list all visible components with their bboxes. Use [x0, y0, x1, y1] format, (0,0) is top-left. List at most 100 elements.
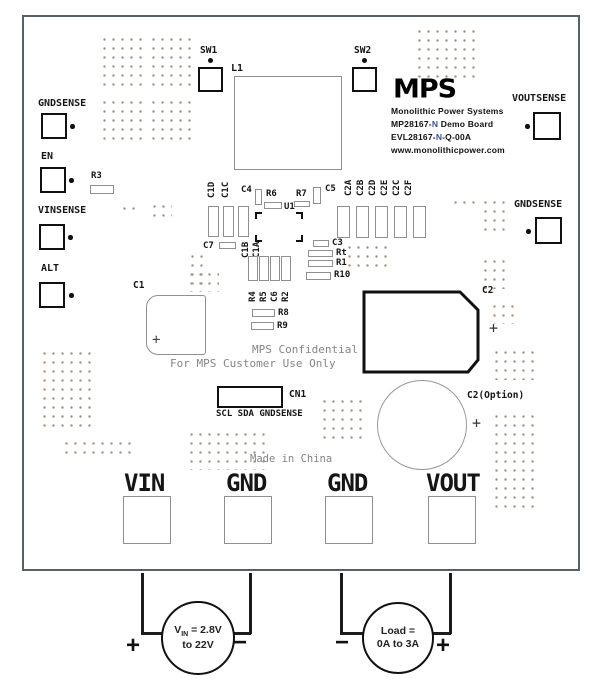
alt-pad — [39, 282, 65, 308]
c2c-label: C2C — [392, 179, 402, 196]
r7-resistor — [294, 201, 310, 207]
via-dot-field — [488, 300, 514, 324]
via-dot-field — [490, 410, 535, 510]
alt-dot — [69, 293, 74, 298]
c1b-label: C1B — [241, 241, 251, 258]
voutsense-label: VOUTSENSE — [512, 93, 567, 104]
via-dot-field — [147, 96, 194, 144]
c5-capacitor — [313, 187, 321, 204]
vout-label: VOUT — [426, 469, 481, 497]
via-dot-field — [98, 33, 144, 87]
via-dot-field — [343, 241, 393, 271]
r1-label: R1 — [336, 258, 347, 268]
sw2-label: SW2 — [354, 45, 372, 56]
cn1-label: CN1 — [289, 389, 307, 400]
r9-resistor — [251, 322, 274, 330]
load-line1: Load = — [380, 624, 416, 637]
company-name: Monolithic Power Systems — [391, 106, 504, 116]
via-dot-field — [98, 96, 144, 144]
vinsense-label: VINSENSE — [38, 205, 87, 216]
sw2-switch — [352, 67, 377, 92]
load-minus-terminal: − — [335, 629, 350, 656]
c5-label: C5 — [325, 184, 336, 194]
vout-wire — [449, 573, 452, 634]
u1-corner-mark — [296, 212, 303, 219]
c7-label: C7 — [203, 241, 214, 251]
source-v: V — [174, 623, 182, 636]
gnd1-pad — [224, 496, 272, 544]
board-name-rev: N — [431, 119, 439, 129]
rt-label: Rt — [336, 248, 347, 258]
source-value-line1: VIN = 2.8V — [174, 624, 222, 640]
gndsense-left-label: GNDSENSE — [38, 98, 87, 109]
vinsense-dot — [68, 235, 73, 240]
r2-resistor — [281, 256, 291, 281]
origin-notice: Made in China — [250, 453, 333, 465]
r8-label: R8 — [278, 308, 289, 318]
c2-capacitor — [362, 290, 480, 374]
gndsense-left-pad — [41, 113, 67, 139]
gndsense-right-dot — [526, 229, 531, 234]
gnd2-label: GND — [327, 469, 368, 497]
c1-polarity-plus: + — [152, 332, 161, 348]
via-dot-field — [479, 196, 507, 234]
gnd2-wire — [340, 573, 343, 634]
via-dot-field — [413, 25, 479, 79]
c2-bank-capacitor — [394, 206, 407, 238]
c2b-label: C2B — [356, 179, 366, 196]
gndsense-left-dot — [70, 124, 75, 129]
r1-resistor — [308, 260, 333, 267]
via-dot-field — [118, 202, 136, 212]
c6-label: C6 — [270, 291, 280, 302]
c1d-capacitor — [208, 206, 219, 237]
c2-bank-capacitor — [375, 206, 388, 238]
via-dot-field — [148, 200, 172, 218]
u1-corner-mark — [255, 212, 262, 219]
board-name: MP28167-N Demo Board — [391, 120, 493, 129]
input-source-symbol: VIN = 2.8V to 22V — [161, 601, 235, 675]
r3-resistor — [90, 185, 114, 194]
gndsense-right-label: GNDSENSE — [514, 199, 563, 210]
vin-label: VIN — [124, 469, 165, 497]
c1c-label: C1C — [221, 181, 231, 198]
c3-label: C3 — [332, 238, 343, 248]
gnd2-wire-stub — [340, 632, 363, 635]
vin-wire — [141, 573, 144, 634]
c4-capacitor — [255, 189, 262, 205]
vinsense-pad — [39, 224, 65, 250]
via-dot-field — [147, 33, 194, 87]
gnd2-pad — [325, 496, 373, 544]
c1-capacitor — [146, 295, 206, 355]
via-dot-field — [38, 347, 96, 427]
r4-resistor — [248, 256, 258, 281]
c2-bank-capacitor — [356, 206, 369, 238]
c2-bank-capacitor — [337, 206, 350, 238]
r7-label: R7 — [296, 189, 307, 199]
via-dot-field — [318, 395, 362, 441]
source-minus-terminal: − — [233, 629, 248, 656]
sw1-switch — [198, 67, 223, 92]
u1-corner-mark — [255, 235, 262, 242]
via-dot-field — [490, 346, 534, 380]
r6-label: R6 — [266, 189, 277, 199]
u1-corner-mark — [296, 235, 303, 242]
customer-use-notice: For MPS Customer Use Only — [170, 357, 336, 370]
r2-label: R2 — [281, 291, 291, 302]
r9-label: R9 — [277, 321, 288, 331]
voutsense-dot — [525, 124, 530, 129]
r6-resistor — [264, 202, 282, 209]
eval-number-suffix: -Q-00A — [442, 132, 472, 142]
eval-number-rev: N — [435, 132, 443, 142]
eval-number: EVL28167-N-Q-00A — [391, 133, 471, 142]
c2-option-capacitor — [377, 380, 467, 470]
c2-label: C2 — [482, 285, 494, 296]
source-v-sub: IN — [181, 630, 189, 638]
r10-resistor — [306, 272, 331, 280]
load-symbol: Load = 0A to 3A — [362, 602, 434, 674]
c1-label: C1 — [133, 280, 145, 291]
load-line2: 0A to 3A — [376, 638, 420, 650]
gnd1-label: GND — [226, 469, 267, 497]
l1-label: L1 — [231, 63, 244, 74]
r4-label: R4 — [248, 291, 258, 302]
en-dot — [69, 178, 74, 183]
